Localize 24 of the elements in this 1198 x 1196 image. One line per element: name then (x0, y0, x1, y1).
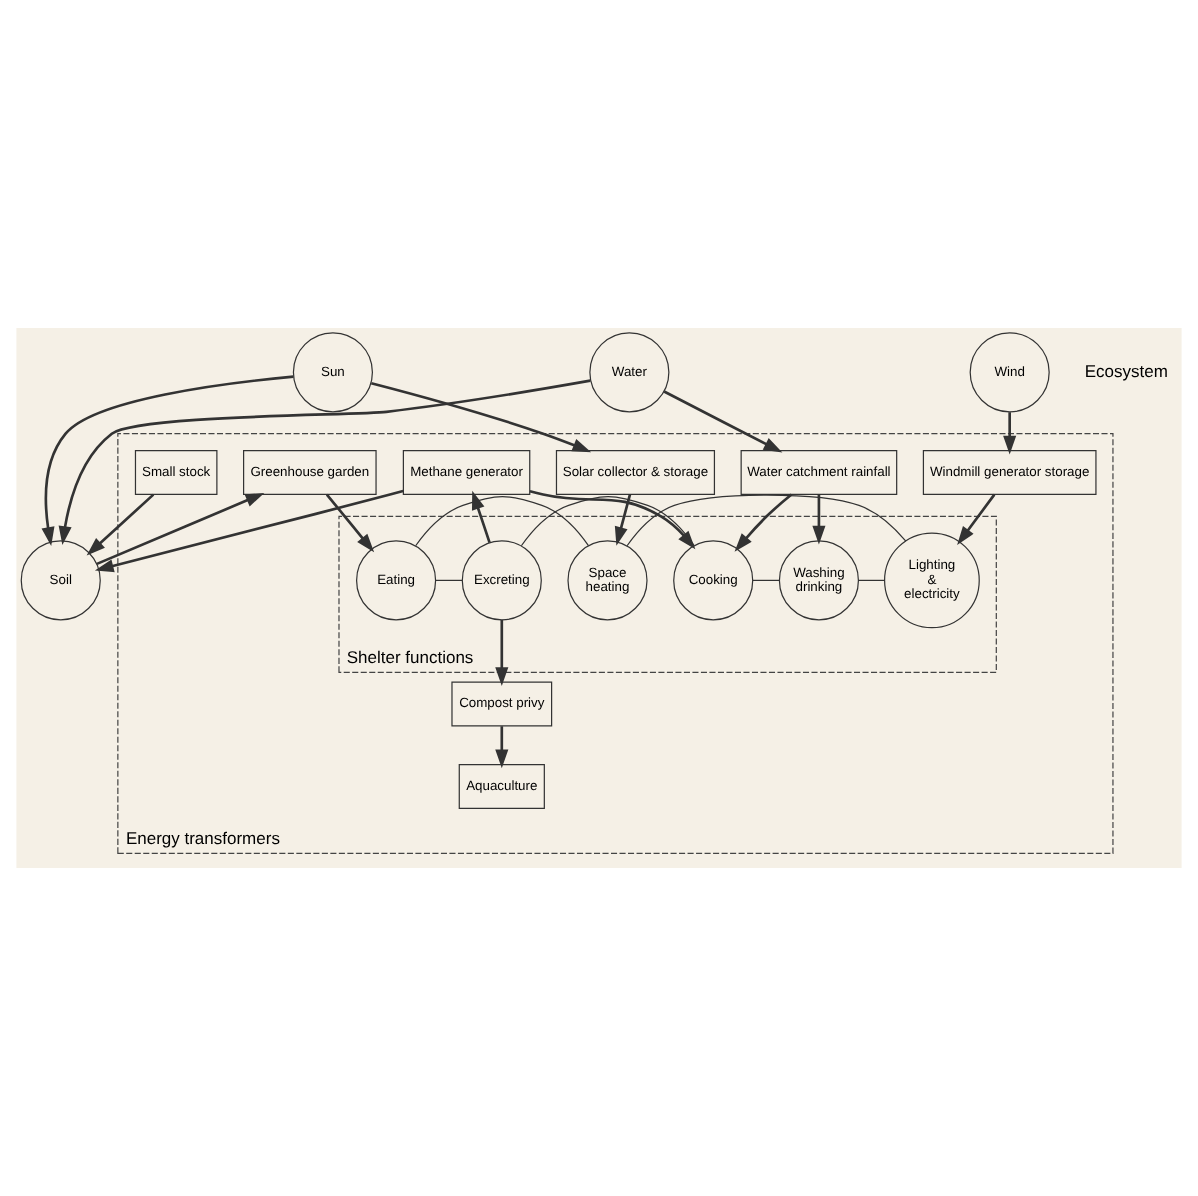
connector (752, 579, 780, 581)
connector (415, 495, 590, 547)
connector (626, 494, 907, 547)
arrow (471, 490, 491, 544)
arrow (1003, 412, 1017, 455)
arrow (96, 493, 265, 566)
arrow (957, 493, 996, 545)
connector (520, 495, 695, 547)
arrow (86, 493, 155, 556)
arrow (495, 619, 509, 686)
arrow (58, 379, 591, 545)
arrow (94, 489, 404, 573)
arrow (529, 490, 696, 550)
arrow (370, 381, 592, 453)
arrow (614, 494, 632, 546)
arrow (663, 390, 783, 453)
connector (858, 579, 885, 581)
arrow (734, 493, 793, 552)
arrow (41, 375, 294, 546)
arrow (812, 494, 826, 545)
connector (435, 579, 463, 581)
label: Ecosystem (1084, 360, 1168, 381)
arrow (325, 493, 375, 553)
arrow (495, 726, 509, 769)
